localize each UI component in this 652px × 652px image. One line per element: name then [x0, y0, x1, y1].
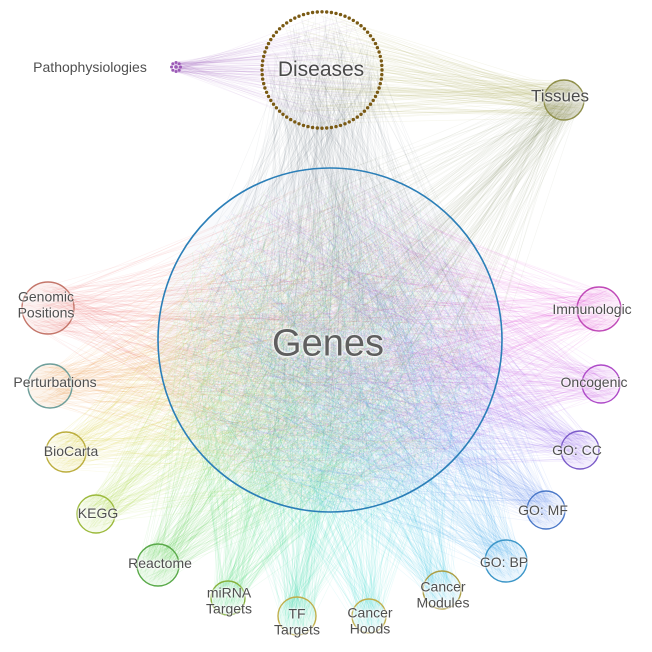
nodes-layer	[21, 10, 622, 636]
edges-biocarta-to-genes	[47, 190, 481, 492]
edges-go-cc-to-genes	[171, 181, 597, 492]
edges-pathophysiologies-to-diseases	[170, 16, 375, 126]
edges-tissues-to-diseases	[266, 15, 583, 125]
edges-cancer-modules-to-genes	[188, 187, 485, 608]
node-reactome[interactable]	[136, 543, 180, 587]
node-genomic-positions[interactable]	[21, 281, 75, 335]
edges-diseases-to-genes	[176, 13, 493, 503]
edges-go-mf-to-genes	[175, 190, 564, 528]
node-immunologic[interactable]	[576, 286, 622, 332]
node-pathophysiologies[interactable]	[170, 61, 182, 73]
node-perturbations[interactable]	[27, 363, 73, 409]
edge-bundles	[23, 13, 619, 633]
node-cancer-hoods[interactable]	[351, 598, 387, 634]
node-cancer-modules[interactable]	[422, 570, 462, 610]
edges-tissues-to-genes	[182, 81, 583, 494]
node-genes[interactable]	[157, 167, 503, 513]
edges-perturbations-to-genes	[29, 186, 485, 504]
node-oncogenic[interactable]	[581, 364, 621, 404]
node-biocarta[interactable]	[45, 431, 87, 473]
edges-immunologic-to-genes	[175, 179, 619, 494]
edges-mirna-targets-to-genes	[178, 179, 480, 614]
edges-genomic-positions-to-genes	[23, 177, 491, 500]
node-go-mf[interactable]	[526, 490, 566, 530]
edges-reactome-to-genes	[139, 178, 491, 585]
node-go-bp[interactable]	[484, 539, 528, 583]
edges-cancer-hoods-to-genes	[172, 179, 484, 632]
edges-tf-targets-to-genes	[176, 182, 483, 633]
node-go-cc[interactable]	[560, 430, 600, 470]
node-tissues[interactable]	[543, 79, 585, 121]
edges-genes-to-genes	[170, 180, 492, 498]
node-mirna-targets[interactable]	[210, 580, 246, 616]
node-kegg[interactable]	[76, 494, 116, 534]
edges-oncogenic-to-genes	[173, 180, 618, 496]
node-diseases[interactable]	[260, 10, 384, 130]
edges-kegg-to-genes	[80, 183, 482, 530]
edges-go-bp-to-genes	[167, 185, 526, 580]
node-tf-targets[interactable]	[277, 596, 317, 636]
